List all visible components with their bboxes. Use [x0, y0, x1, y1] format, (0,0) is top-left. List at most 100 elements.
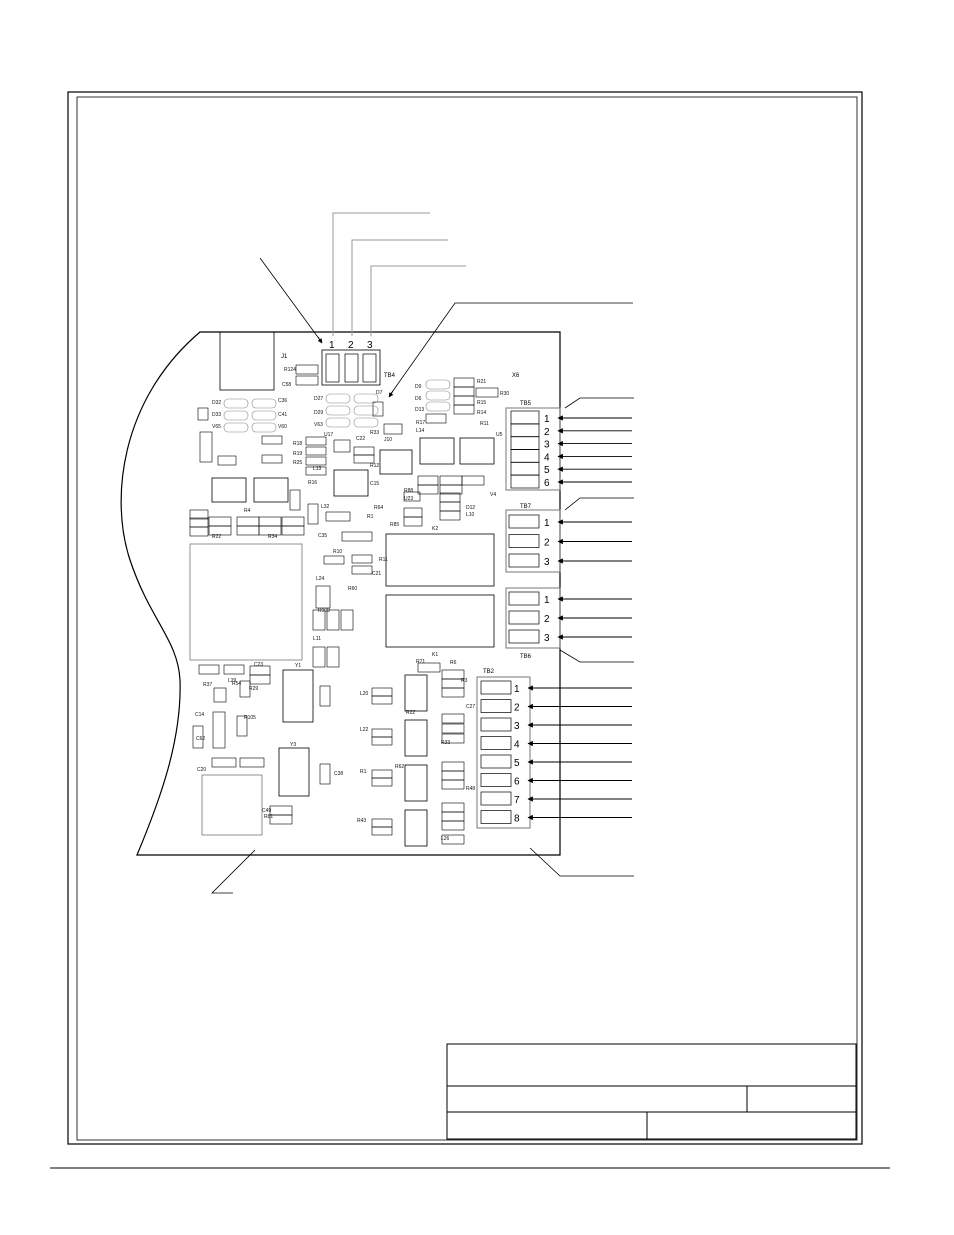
component-ref-label: C62 [196, 736, 205, 742]
component-pad [269, 805, 293, 816]
component-ref-label: R12 [370, 463, 379, 469]
component-pad [236, 516, 260, 527]
component-ref-label: C20 [197, 767, 206, 773]
component-pad [189, 526, 209, 537]
component-ref-label: R16 [308, 480, 317, 486]
tb2-name: TB2 [483, 669, 495, 675]
component-pad [441, 713, 465, 724]
component-pad [208, 516, 232, 527]
component-pad [441, 834, 465, 845]
component-pad [439, 475, 463, 486]
component-pad [453, 377, 475, 388]
tb5-block [505, 407, 561, 491]
component-ref-label: R105 [244, 715, 256, 721]
component-ref-label: D29 [314, 410, 323, 416]
tb2-pin-2-pad [480, 699, 512, 713]
diode-outline [251, 410, 277, 421]
component-pad [341, 531, 373, 542]
tb2-block [476, 676, 531, 829]
component-ref-label: R124 [284, 367, 296, 373]
component-ref-label: D13 [415, 407, 424, 413]
component-ref-label: R10 [333, 549, 342, 555]
tb2-pin-8-pad [480, 810, 512, 824]
leader-arrows [317, 336, 394, 398]
small-component-pads [189, 364, 499, 845]
tb2-pin-4-pad [480, 736, 512, 750]
component-pad [475, 387, 499, 398]
k2-label: K2 [432, 526, 438, 532]
tb2-pin-4-label: 4 [514, 740, 520, 751]
tb4-pin-2: 2 [348, 340, 354, 351]
component-ref-label: R6 [450, 660, 457, 666]
tb7-pin-2-label: 2 [544, 538, 550, 549]
tb2-pin-6-label: 6 [514, 777, 520, 788]
component-ref-label: V63 [314, 422, 323, 428]
component-ref-label: C23 [254, 662, 263, 668]
component-ref-label: U17 [324, 432, 333, 438]
diode-outline [325, 393, 351, 404]
component-pad [236, 715, 248, 737]
component-ref-label: R3 [461, 678, 468, 684]
component-ref-label: V60 [278, 424, 287, 430]
component-pad [208, 525, 232, 536]
component-pad [439, 501, 461, 512]
component-pad [223, 664, 245, 675]
component-pad [315, 585, 331, 609]
tb6-pin-rows: 123 [508, 591, 550, 644]
tb5-pin-4-pad [510, 449, 540, 463]
tb5-pin-3-pad [510, 436, 540, 450]
component-pad [371, 695, 393, 705]
component-pad [461, 475, 485, 486]
component-ref-label: R37 [203, 682, 212, 688]
component-pad [326, 609, 340, 631]
tb5-pin-1-label: 1 [544, 414, 550, 425]
component-pad [333, 439, 351, 453]
diode-outline [353, 417, 379, 428]
component-ref-label: R4 [244, 508, 251, 514]
component-ref-label: L24 [316, 576, 325, 582]
tb2-pin-8-label: 8 [514, 814, 520, 825]
component-ref-label: L32 [321, 504, 330, 510]
component-ref-label: R18 [293, 441, 302, 447]
tb7-pin-rows: 123 [508, 514, 550, 568]
component-ref-label: L13 [313, 466, 322, 472]
component-ref-label: C15 [370, 481, 379, 487]
component-ref-label: D9 [415, 384, 422, 390]
tb5-name: TB5 [520, 401, 532, 407]
callout-lines-top [332, 212, 466, 336]
component-pad [441, 723, 465, 734]
diode-outline [353, 393, 379, 404]
component-ref-label: C58 [282, 382, 291, 388]
tb6-pin-1-label: 1 [544, 595, 550, 606]
component-ref-label: R60 [348, 586, 357, 592]
component-pad [441, 770, 465, 781]
component-pad [325, 511, 351, 522]
component-pad [261, 435, 283, 445]
tb4-block [321, 349, 381, 386]
component-ref-label: C41 [278, 412, 287, 418]
diode-outline [425, 401, 451, 412]
component-ref-label: R17 [416, 420, 425, 426]
component-pad [417, 662, 441, 673]
component-pad [295, 364, 319, 375]
component-ref-label: D12 [466, 505, 475, 511]
component-ref-label: R1 [367, 514, 374, 520]
tb7-pin-1-label: 1 [544, 518, 550, 529]
tb2-pin-7-pad [480, 791, 512, 806]
tb5-pin-4-label: 4 [544, 452, 550, 463]
component-pad [439, 510, 461, 521]
tb7-pin-2-pad [508, 534, 540, 548]
component-pad [249, 674, 271, 685]
tb2-pin-1-pad [480, 680, 512, 695]
component-pad [371, 687, 393, 697]
tb2-pin-7-label: 7 [514, 795, 520, 806]
tb7-pin-3-pad [508, 553, 540, 568]
tb2-pin-5-pad [480, 754, 512, 769]
component-pad [340, 609, 354, 631]
tb6-pin-1-pad [508, 591, 540, 606]
component-ref-label: C38 [334, 771, 343, 777]
component-ref-label: R29 [249, 686, 258, 692]
component-pad [441, 779, 465, 790]
component-pad [199, 431, 213, 463]
